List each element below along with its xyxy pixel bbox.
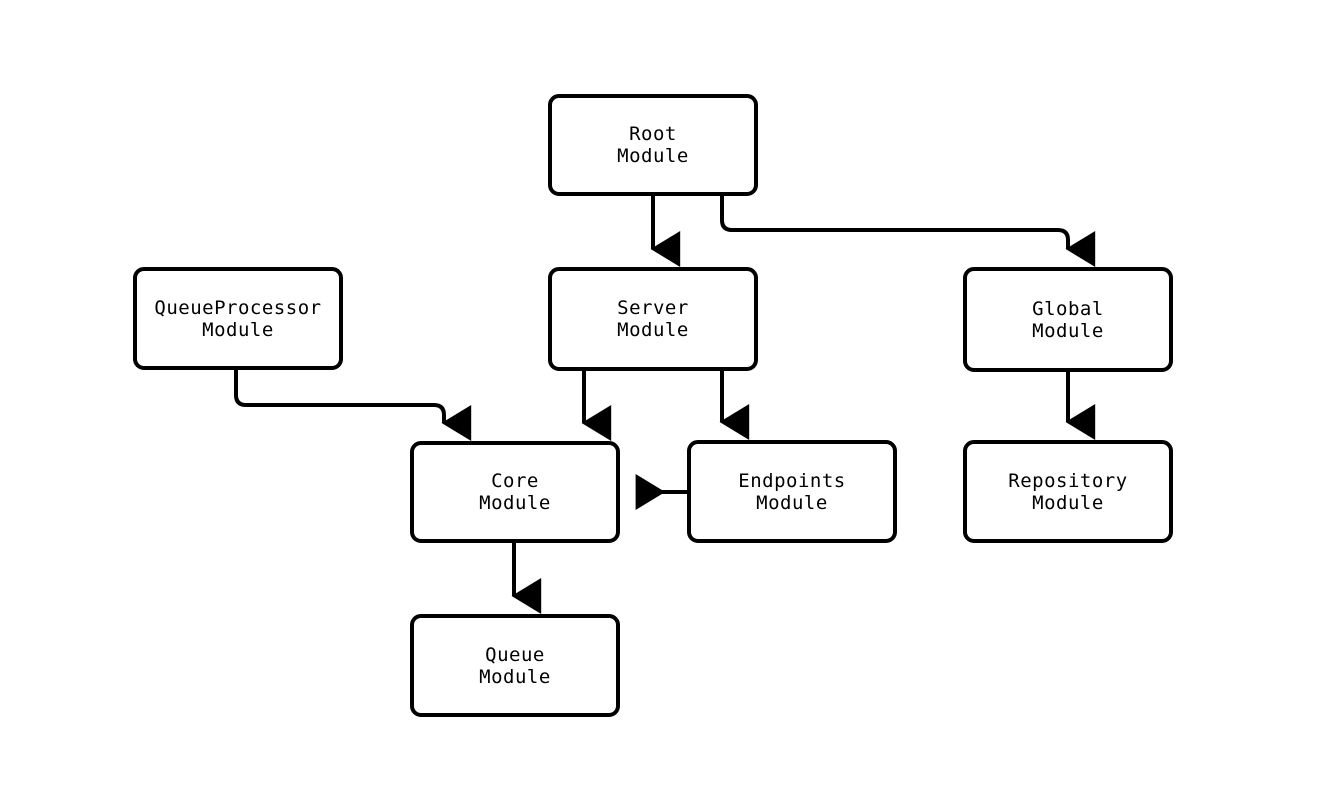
node-root-module-label-line1: Root <box>629 123 677 145</box>
node-repository-module-label-line1: Repository <box>1008 469 1128 492</box>
node-server-module[interactable]: Server Module <box>548 267 758 371</box>
node-queueprocessor-module-label-line1: QueueProcessor <box>154 296 322 319</box>
edge-queueprocessor-to-core <box>234 370 472 441</box>
node-global-module[interactable]: Global Module <box>963 267 1173 372</box>
node-endpoints-module[interactable]: Endpoints Module <box>687 440 897 543</box>
node-queue-module[interactable]: Queue Module <box>410 614 620 717</box>
node-repository-module[interactable]: Repository Module <box>963 440 1173 543</box>
node-queueprocessor-module[interactable]: QueueProcessor Module <box>133 267 343 370</box>
node-endpoints-module-label-line1: Endpoints <box>738 469 846 492</box>
edge-root-to-global <box>720 196 1096 267</box>
node-root-module[interactable]: Root Module <box>548 94 758 196</box>
node-queueprocessor-module-label-line2: Module <box>202 318 274 341</box>
node-core-module[interactable]: Core Module <box>410 441 620 543</box>
node-queue-module-label-line2: Module <box>479 665 551 688</box>
node-global-module-label-line1: Global <box>1032 297 1104 320</box>
node-endpoints-module-label-line2: Module <box>756 491 828 514</box>
node-root-module-label-line2: Module <box>617 145 689 167</box>
node-repository-module-label-line2: Module <box>1032 491 1104 514</box>
node-core-module-label-line1: Core <box>491 470 539 492</box>
node-server-module-label-line1: Server <box>617 297 689 319</box>
node-queue-module-label-line1: Queue <box>485 643 545 666</box>
node-server-module-label-line2: Module <box>617 319 689 341</box>
node-global-module-label-line2: Module <box>1032 319 1104 342</box>
node-core-module-label-line2: Module <box>479 492 551 514</box>
